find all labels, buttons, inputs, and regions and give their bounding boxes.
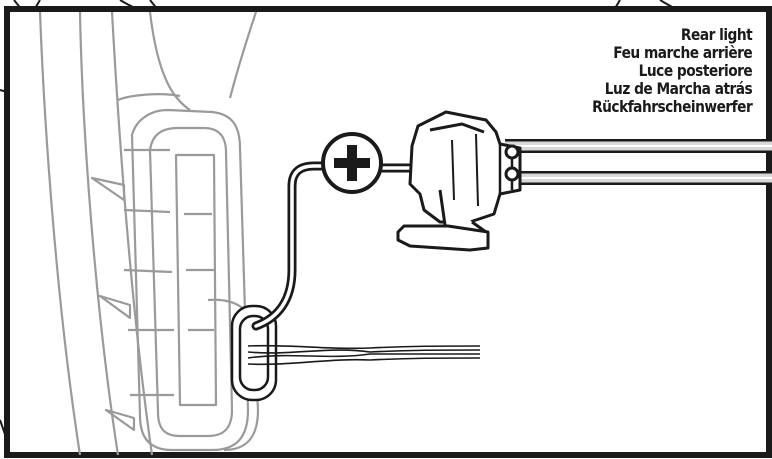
background-sketch [0,0,679,441]
label-line-it: Luce posteriore [638,61,752,80]
label-line-fr: Feu marche arrière [613,43,753,62]
tail-light-housing [38,11,260,456]
label-line-en: Rear light [680,25,753,44]
diagram-frame [4,6,772,458]
label-line-de: Rückfahrscheinwerfer [591,97,753,116]
rear-light-label: Rear light Feu marche arrière Luce poste… [591,25,753,116]
scotch-lock-connector [396,110,522,252]
vehicle-harness-wires [505,139,772,185]
label-line-es: Luz de Marcha atrás [604,79,753,98]
positive-callout [321,132,383,194]
twisted-wire-bundle [247,344,481,366]
